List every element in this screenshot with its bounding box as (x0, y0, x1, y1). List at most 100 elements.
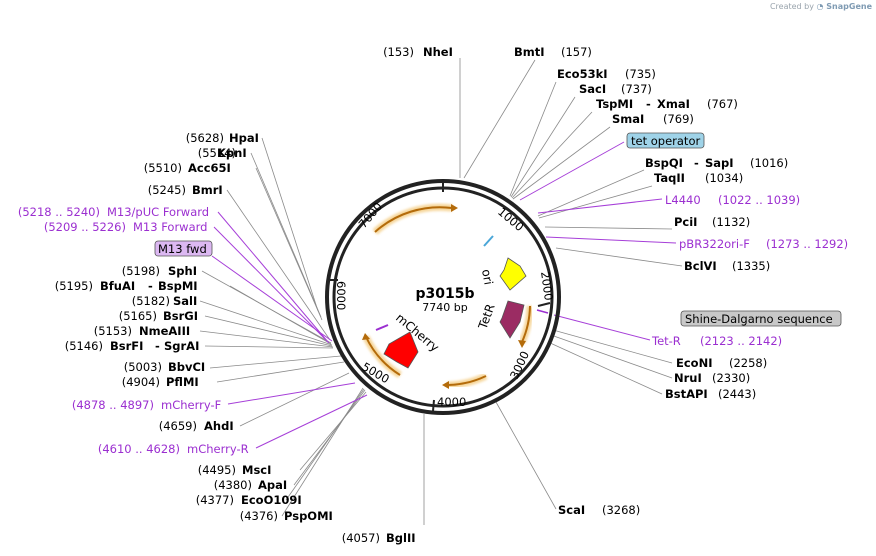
primer-name[interactable]: L4440 (665, 193, 701, 207)
primer-name[interactable]: pBR322ori-F (679, 237, 750, 251)
enzyme-name[interactable]: PflMI (166, 375, 199, 389)
enzyme-position: (1034) (705, 171, 743, 185)
enzyme-position: (4495) (198, 463, 236, 477)
enzyme-name[interactable]: SphI (168, 264, 197, 278)
enzyme-name[interactable]: BmrI (192, 183, 223, 197)
enzyme-name[interactable]: ScaI (558, 503, 585, 517)
primer-range: (4610 .. 4628) (98, 442, 180, 456)
m13-fwd-box[interactable]: M13 fwd (154, 240, 213, 257)
primer-range: (1273 .. 1292) (766, 237, 848, 251)
primer-labels-right: L4440 (1022 .. 1039) pBR322ori-F (1273 .… (651, 193, 848, 348)
promoter-mark (483, 235, 494, 247)
primer-range: (4878 .. 4897) (72, 398, 154, 412)
primer-range: (1022 .. 1039) (718, 193, 800, 207)
enzyme-name[interactable]: PciI (674, 215, 697, 229)
enzyme-position: (4380) (214, 478, 252, 492)
enzyme-position: (5628) (186, 131, 224, 145)
enzyme-name[interactable]: KpnI (217, 146, 247, 160)
enzyme-name[interactable]: BspQI (645, 156, 683, 170)
enzyme-name[interactable]: BbvCI (168, 360, 205, 374)
enzyme-position: (1016) (750, 156, 788, 170)
enzyme-separator: - (155, 339, 160, 353)
enzyme-name-2[interactable]: BspMI (158, 279, 198, 293)
enzyme-separator: - (694, 156, 699, 170)
primer-name[interactable]: Tet-R (651, 334, 681, 348)
enzyme-separator: - (148, 279, 153, 293)
enzyme-name-2[interactable]: SgrAI (164, 339, 199, 353)
ruler-tick-6000: 6000 (334, 281, 348, 310)
enzyme-position: (4057) (342, 531, 380, 545)
enzyme-position: (4376) (240, 509, 278, 523)
enzyme-position: (5198) (122, 264, 160, 278)
orf-arcs (362, 203, 534, 389)
enzyme-name[interactable]: SacI (579, 82, 606, 96)
enzyme-name[interactable]: TspMI (596, 97, 633, 111)
enzyme-name[interactable]: BstAPI (665, 387, 708, 401)
primer-range: (5209 .. 5226) (44, 220, 126, 234)
enzyme-name[interactable]: BsrGI (163, 309, 198, 323)
credit-prefix: Created by (769, 2, 814, 11)
enzyme-name[interactable]: ApaI (258, 478, 287, 492)
enzyme-position: (5514) (198, 146, 236, 160)
enzyme-name[interactable]: NruI (674, 371, 702, 385)
enzyme-name-2[interactable]: XmaI (657, 97, 690, 111)
enzyme-position: (4659) (159, 419, 197, 433)
m13-mark (375, 324, 389, 331)
primer-range: (2123 .. 2142) (700, 334, 782, 348)
enzyme-name[interactable]: AhdI (204, 419, 234, 433)
plasmid-length: 7740 bp (422, 301, 467, 314)
primer-name[interactable]: mCherry-R (187, 442, 249, 456)
enzyme-position: (1132) (712, 215, 750, 229)
enzyme-position: (3268) (602, 503, 640, 517)
credit-brand: SnapGene (826, 2, 872, 11)
ori-feature-arrow (499, 257, 527, 291)
enzyme-position: (153) (383, 45, 414, 59)
snapgene-credit: Created by ◔ SnapGene (770, 2, 872, 11)
enzyme-name[interactable]: BsrFI (110, 339, 143, 353)
enzyme-position: (5165) (119, 309, 157, 323)
enzyme-name[interactable]: BmtI (514, 45, 545, 59)
enzyme-name[interactable]: TaqII (654, 171, 685, 185)
primer-labels-left: (5218 .. 5240) M13/pUC Forward (5209 .. … (18, 205, 249, 456)
enzyme-name[interactable]: NmeAIII (139, 324, 190, 338)
shine-dalgarno-label: Shine-Dalgarno sequence (685, 312, 833, 326)
enzyme-name[interactable]: BfuAI (100, 279, 135, 293)
enzyme-position: (5153) (94, 324, 132, 338)
ruler-tick-2000: 2000 (538, 270, 556, 301)
snapgene-logo: ◔ (816, 2, 827, 11)
enzyme-name[interactable]: BglII (386, 531, 416, 545)
tetr-feature-arrow (499, 300, 525, 339)
primer-leader-lines (211, 141, 677, 449)
enzyme-separator: - (646, 97, 651, 111)
enzyme-name[interactable]: SmaI (612, 112, 644, 126)
m13-fwd-label: M13 fwd (158, 242, 207, 256)
tet-operator-label: tet operator (631, 134, 700, 148)
tetr-primer-mark (536, 309, 549, 314)
enzyme-position: (735) (625, 67, 656, 81)
enzyme-position: (5003) (124, 360, 162, 374)
enzyme-name[interactable]: NheI (423, 45, 453, 59)
enzyme-name[interactable]: EcoO109I (241, 493, 302, 507)
tet-operator-box[interactable]: tet operator (626, 132, 705, 149)
shine-dalgarno-box[interactable]: Shine-Dalgarno sequence (680, 310, 842, 327)
enzyme-name[interactable]: Acc65I (188, 161, 231, 175)
enzyme-name[interactable]: SalI (173, 294, 197, 308)
enzyme-name[interactable]: PspOMI (284, 509, 333, 523)
enzyme-name[interactable]: EcoNI (676, 356, 712, 370)
enzyme-position: (769) (663, 112, 694, 126)
enzyme-name[interactable]: BclVI (684, 259, 717, 273)
primer-name[interactable]: mCherry-F (161, 398, 221, 412)
enzyme-position: (4904) (122, 375, 160, 389)
enzyme-name[interactable]: MscI (242, 463, 271, 477)
ruler-tick-marks (327, 179, 551, 412)
enzyme-position: (2330) (712, 371, 750, 385)
enzyme-position: (157) (561, 45, 592, 59)
primer-name[interactable]: M13 Forward (133, 220, 207, 234)
primer-name[interactable]: M13/pUC Forward (107, 205, 209, 219)
enzyme-leader-lines (199, 58, 683, 525)
enzyme-name[interactable]: HpaI (229, 131, 259, 145)
enzyme-name-2[interactable]: SapI (705, 156, 734, 170)
enzyme-position: (2258) (729, 356, 767, 370)
enzyme-position: (767) (707, 97, 738, 111)
enzyme-name[interactable]: Eco53kI (557, 67, 608, 81)
